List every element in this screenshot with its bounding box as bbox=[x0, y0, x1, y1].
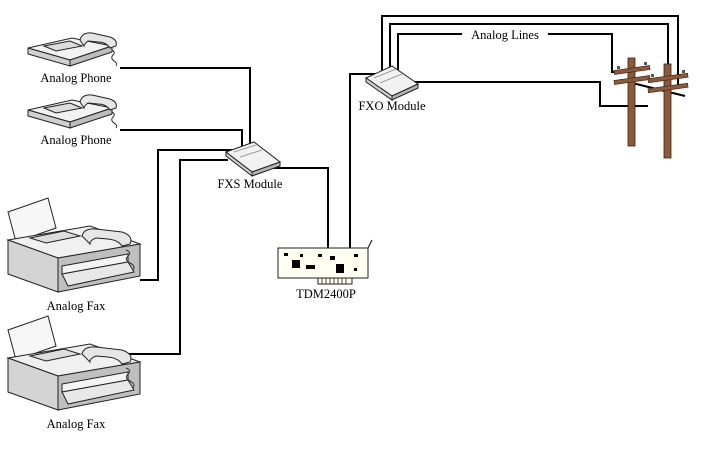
wire-fax1-fxs bbox=[140, 149, 232, 281]
analog-lines-label-group: Analog Lines bbox=[462, 27, 548, 42]
utility-pole-icon bbox=[613, 57, 651, 147]
fax-1-label: Analog Fax bbox=[47, 299, 106, 313]
pci-card-icon bbox=[277, 239, 373, 285]
module-icon bbox=[364, 65, 420, 101]
card-edge-connector bbox=[317, 277, 353, 285]
wire-line-2 bbox=[389, 23, 669, 80]
wire-line-1 bbox=[381, 15, 679, 88]
fax-machine-icon bbox=[6, 197, 142, 293]
telephone-icon bbox=[27, 94, 118, 129]
fax-2-label: Analog Fax bbox=[47, 417, 106, 431]
wire-phone2-fxs bbox=[120, 129, 243, 148]
fxs-module-label: FXS Module bbox=[218, 177, 283, 191]
fxo-module: FXO Module bbox=[358, 65, 426, 113]
wire-fax2-fxs bbox=[122, 159, 228, 355]
phone-2-label: Analog Phone bbox=[40, 133, 112, 147]
fax-machine-icon bbox=[6, 315, 142, 411]
wire-phone1-fxs bbox=[120, 67, 251, 148]
wire-fxs-card bbox=[268, 167, 329, 248]
tdm2400p-card: TDM2400P bbox=[277, 239, 373, 301]
telephone-icon bbox=[27, 32, 118, 67]
utility-pole-icon bbox=[647, 63, 689, 159]
wire-line-4 bbox=[406, 81, 648, 107]
analog-lines-label: Analog Lines bbox=[471, 28, 539, 42]
analog-fax-2: Analog Fax bbox=[6, 315, 142, 431]
phone-1-label: Analog Phone bbox=[40, 71, 112, 85]
analog-fax-1: Analog Fax bbox=[6, 197, 142, 313]
analog-phone-1: Analog Phone bbox=[27, 32, 118, 85]
analog-phone-2: Analog Phone bbox=[27, 94, 118, 147]
wires bbox=[120, 15, 686, 355]
fxo-module-label: FXO Module bbox=[358, 99, 425, 113]
utility-poles bbox=[613, 57, 689, 159]
module-icon bbox=[224, 141, 282, 178]
fxs-module: FXS Module bbox=[218, 141, 283, 191]
wire-card-fxo bbox=[349, 73, 376, 248]
tdm2400p-label: TDM2400P bbox=[296, 287, 356, 301]
